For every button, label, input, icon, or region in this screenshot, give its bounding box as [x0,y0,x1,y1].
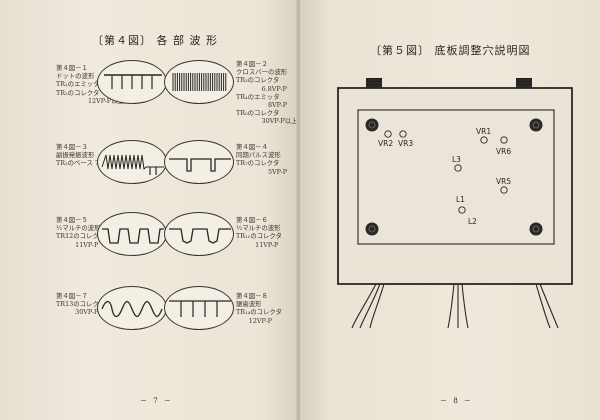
left-page-title: 〔第４図〕 各 部 波 形 [92,34,218,47]
hole-vr6 [500,136,508,144]
cables [351,283,559,328]
hole-vr5 [500,186,508,194]
caption-fig-4-7: 第４図－７ TR13のコレクタ 30VP-P [56,292,105,317]
waveform-half-multi-b [164,212,234,256]
chassis-bottom-diagram: VR2 VR3 VR1 VR6 L3 VR5 L1 L2 [337,78,573,328]
label-l3: L3 [452,155,461,164]
waveform-crossbar [164,60,234,104]
hole-l1 [458,206,466,214]
caption-fig-4-8: 第４図－８ 鋸歯波形 TR₁₄のコレクタ 12VP-P [236,292,282,325]
waveform-dot [97,60,167,104]
book-gutter [296,0,302,420]
label-vr6: VR6 [496,147,511,156]
hole-vr2 [384,130,392,138]
left-page: 〔第４図〕 各 部 波 形 第４図－１ ドットの波形 TR₁のエミッタ 0VP-… [0,0,298,420]
corner-feet [365,118,543,236]
caption-fig-4-2: 第４図－２ クロスバーの波形 TR₃のコレクタ 6.8VP-P TR₄のエミッタ… [236,60,298,126]
label-l1: L1 [456,195,465,204]
right-page-title: 〔第５図〕 底板調整穴説明図 [370,44,531,57]
right-page: 〔第５図〕 底板調整穴説明図 [300,0,600,420]
hole-vr1 [480,136,488,144]
waveform-half-multi-a [97,212,167,256]
right-page-number: － 8 － [440,397,473,405]
caption-fig-4-5: 第４図－５ ½マルチの波形 TR12のコレクタ 11VP-P [56,216,105,249]
waveform-sawtooth [164,286,234,330]
waveform-tr13 [97,286,167,330]
label-vr1: VR1 [476,127,491,136]
waveform-sub-oscillation [97,140,167,184]
label-vr2: VR2 [378,139,393,148]
label-vr5: VR5 [496,177,511,186]
caption-fig-4-6: 第４図－６ ½マルチの波形 TR₁₁のコレクタ 11VP-P [236,216,282,249]
hole-vr3 [399,130,407,138]
label-vr3: VR3 [398,139,413,148]
label-l2: L2 [468,217,477,226]
waveform-sync-pulse [164,140,234,184]
bottom-plate [357,109,555,245]
left-page-number: － 7 － [140,397,173,405]
caption-fig-4-4: 第４図－４ 同期パルス波形 TR₇のコレクタ 5VP-P [236,143,288,176]
hole-l3 [454,164,462,172]
